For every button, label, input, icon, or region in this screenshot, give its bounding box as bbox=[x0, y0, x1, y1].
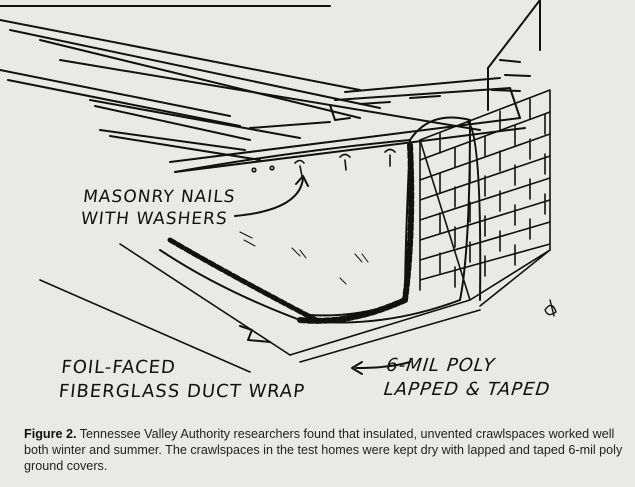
label-line: FIBERGLASS DUCT WRAP bbox=[57, 381, 307, 402]
figure-caption: Figure 2. Tennessee Valley Authority res… bbox=[24, 426, 634, 474]
caption-text: Tennessee Valley Authority researchers f… bbox=[24, 427, 623, 473]
artist-signature bbox=[544, 299, 557, 317]
label-line: LAPPED & TAPED bbox=[382, 379, 552, 400]
label-line: WITH WASHERS bbox=[79, 209, 229, 229]
floor-joists bbox=[0, 5, 481, 161]
pier-top bbox=[487, 0, 541, 111]
label-line: MASONRY NAILS bbox=[82, 187, 237, 207]
label-masonry-nails: MASONRY NAILS WITH WASHERS bbox=[80, 186, 237, 230]
duct-wrap bbox=[159, 116, 482, 325]
masonry-nails bbox=[251, 148, 396, 177]
label-poly: 6-MIL POLY LAPPED & TAPED bbox=[382, 354, 554, 402]
hatch-marks bbox=[239, 231, 369, 285]
ground-poly bbox=[39, 243, 551, 373]
label-line: FOIL-FACED bbox=[60, 357, 177, 378]
label-foil-wrap: FOIL-FACED FIBERGLASS DUCT WRAP bbox=[57, 356, 308, 404]
rim-joist bbox=[169, 77, 526, 173]
figure-label: Figure 2. bbox=[24, 427, 77, 441]
leader-arrows bbox=[234, 175, 411, 375]
label-line: 6-MIL POLY bbox=[385, 355, 497, 376]
brick-wall bbox=[419, 89, 551, 301]
